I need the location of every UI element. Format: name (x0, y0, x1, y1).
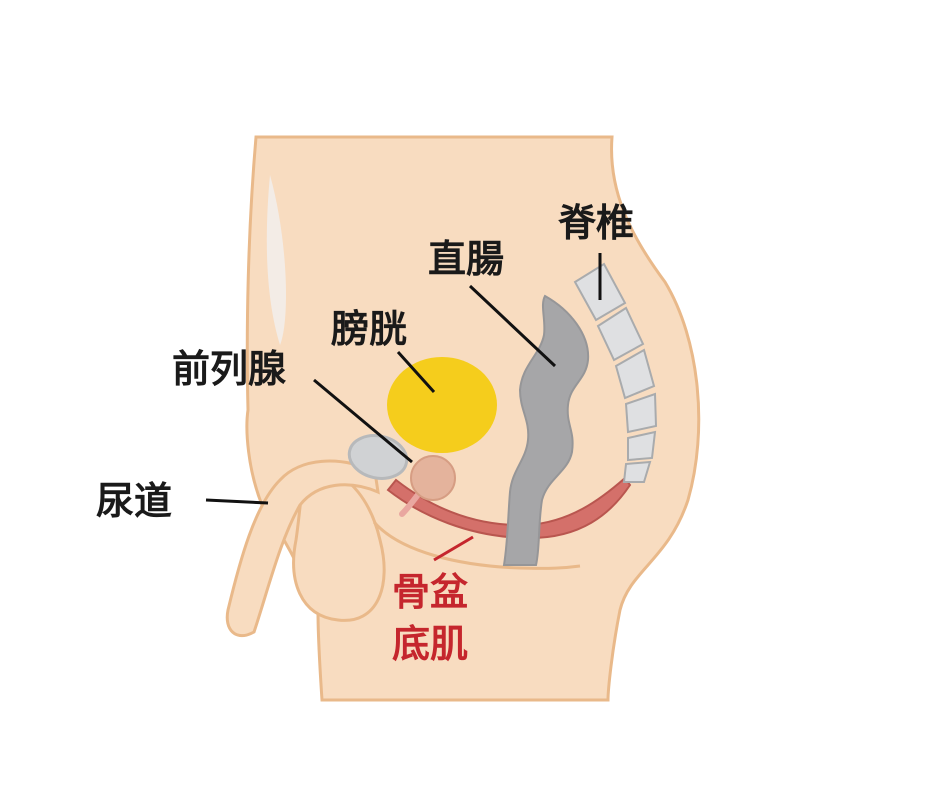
prostate-leader-line (313, 378, 413, 464)
urethra-label: 尿道 (96, 479, 173, 523)
vertebra (614, 348, 656, 400)
rectum-leader-line (468, 284, 557, 368)
prostate (410, 455, 456, 501)
vertebra (622, 460, 652, 483)
bladder-leader-line (396, 350, 436, 394)
abdomen-line (372, 521, 581, 570)
bladder (387, 357, 497, 453)
scrotum (292, 468, 386, 622)
pelvic-floor-label-line2: 底肌 (392, 622, 469, 667)
vertebra (624, 392, 658, 434)
urethra-leader-line (205, 498, 269, 505)
pelvic-floor-label: 骨盆 底肌 (392, 566, 468, 671)
spine (573, 262, 658, 483)
penis (225, 459, 380, 638)
prostate-label: 前列腺 (172, 347, 287, 391)
vertebra (627, 430, 657, 462)
pelvic-floor-leader-line (433, 535, 474, 562)
rectum (502, 294, 590, 566)
vertebra (596, 306, 645, 362)
bladder-label: 膀胱 (331, 307, 408, 351)
skin-highlight (266, 175, 286, 345)
rectum-label: 直腸 (428, 237, 505, 281)
spine-label: 脊椎 (558, 201, 635, 245)
pelvic-floor-label-line1: 骨盆 (392, 570, 469, 614)
